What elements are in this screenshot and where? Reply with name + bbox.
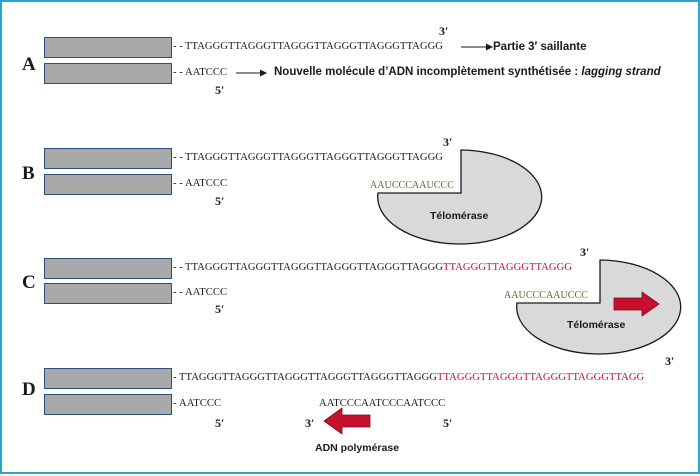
- dna-strand-top-b: [44, 148, 172, 169]
- panel-label-a: A: [22, 54, 36, 75]
- sequence-top-b: TTAGGGTTAGGGTTAGGGTTAGGGTTAGGGTTAGGG: [185, 152, 443, 163]
- extension-c: TTAGGGTTAGGGTTAGGG: [442, 262, 572, 273]
- sequence-top-a: TTAGGGTTAGGGTTAGGGTTAGGGTTAGGGTTAGGG: [185, 41, 443, 52]
- arrow-right-icon: [486, 43, 493, 51]
- extension-d: TTAGGGTTAGGGTTAGGGTTAGGGTTAGG: [436, 372, 645, 383]
- primer-prime-5: 5′: [443, 416, 453, 430]
- prime-3-c: 3′: [580, 245, 590, 259]
- prime-5-c: 5′: [215, 302, 225, 316]
- prime-3-d: 3′: [665, 354, 675, 368]
- dna-strand-bottom-d: [44, 394, 172, 415]
- sequence-bottom-c: AATCCC: [185, 287, 228, 298]
- arrow-left-icon: [323, 407, 371, 435]
- prime-5-a: 5′: [215, 83, 225, 97]
- telomerase-label-b: Télomérase: [430, 210, 489, 222]
- lagging-note: Nouvelle molécule d’ADN incomplètement s…: [274, 66, 661, 78]
- telomerase-label-c: Télomérase: [567, 319, 626, 331]
- rna-template-b: AAUCCCAAUCCC: [370, 180, 454, 191]
- primer-prime-3: 3′: [305, 416, 315, 430]
- panel-label-b: B: [22, 163, 35, 184]
- primer-sequence-d: AATCCCAATCCCAATCCC: [319, 398, 446, 409]
- sequence-bottom-a: AATCCC: [185, 67, 228, 78]
- dna-strand-bottom-c: [44, 283, 172, 304]
- sequence-top-c: TTAGGGTTAGGGTTAGGGTTAGGGTTAGGGTTAGGGTTAG…: [185, 262, 572, 273]
- panel-label-d: D: [22, 379, 36, 400]
- sequence-bottom-b: AATCCC: [185, 178, 228, 189]
- lagging-strand-term: lagging strand: [581, 66, 661, 78]
- prime-3-a: 3′: [439, 24, 449, 38]
- dna-strand-bottom-a: [44, 63, 172, 84]
- arrow-right-icon: [613, 291, 660, 317]
- dna-strand-top-a: [44, 37, 172, 58]
- polymerase-label: ADN polymérase: [315, 442, 400, 454]
- sequence-bottom-d: AATCCC: [179, 398, 222, 409]
- arrow-right-icon: [260, 69, 267, 77]
- dna-strand-bottom-b: [44, 174, 172, 195]
- prime-5-b: 5′: [215, 194, 225, 208]
- dna-strand-top-c: [44, 258, 172, 279]
- rna-template-c: AAUCCCAAUCCC: [504, 290, 588, 301]
- overhang-note: Partie 3′ saillante: [493, 41, 587, 53]
- panel-label-c: C: [22, 272, 36, 293]
- dna-strand-top-d: [44, 368, 172, 389]
- sequence-top-d: TTAGGGTTAGGGTTAGGGTTAGGGTTAGGGTTAGGGTTAG…: [179, 372, 645, 383]
- prime-5-d: 5′: [215, 416, 225, 430]
- prime-3-b: 3′: [443, 135, 453, 149]
